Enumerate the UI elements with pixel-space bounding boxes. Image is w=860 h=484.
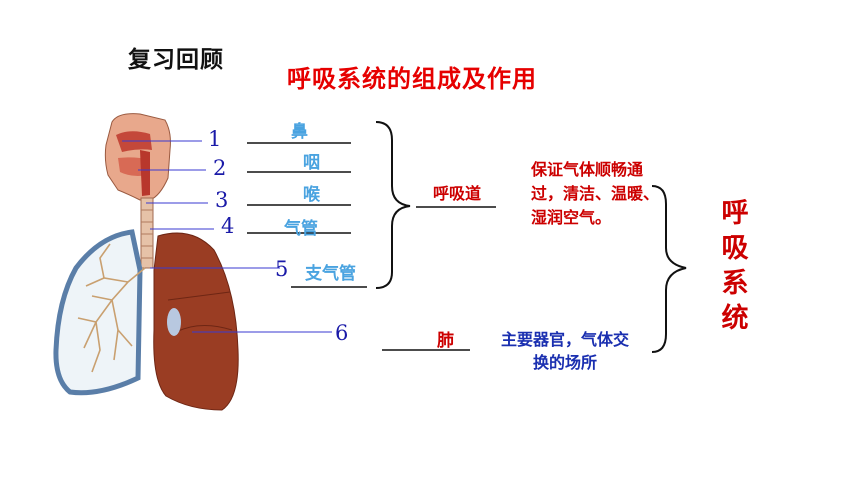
label-number-5: 5: [275, 257, 289, 281]
respiratory-anatomy-illustration: [53, 113, 239, 411]
organ-label-trachea: 气管: [284, 219, 318, 239]
respiratory-tract-label: 呼吸道: [433, 184, 482, 203]
respiratory-system-label: 呼吸系统: [721, 198, 749, 334]
label-number-3: 3: [215, 188, 229, 212]
respiratory-system-brace: [651, 185, 687, 353]
answer-blank-lines: [247, 142, 496, 351]
organ-label-pharynx: 咽: [303, 153, 320, 173]
organ-label-nose: 鼻: [291, 122, 308, 142]
label-number-1: 1: [208, 127, 222, 151]
organ-label-larynx: 喉: [303, 185, 320, 205]
section-label: 复习回顾: [128, 47, 224, 73]
pointer-lines: [122, 140, 332, 333]
respiratory-tract-function: 保证气体顺畅通过，清洁、温暖、湿润空气。: [531, 160, 660, 227]
organ-label-bronchi: 支气管: [305, 264, 356, 284]
page-title: 呼吸系统的组成及作用: [287, 65, 537, 93]
respiratory-tract-brace: [375, 121, 411, 289]
lung-function: 主要器官，气体交换的场所: [500, 330, 629, 372]
label-number-4: 4: [221, 214, 235, 238]
label-number-2: 2: [213, 156, 227, 180]
label-number-6: 6: [335, 321, 349, 345]
lung-label: 肺: [437, 331, 454, 351]
